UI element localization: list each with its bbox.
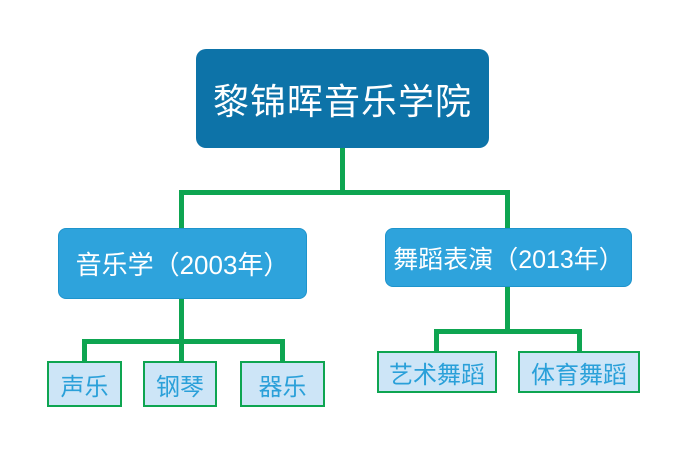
connector-level1-right-drop	[505, 190, 510, 228]
node-musicology: 音乐学（2003年）	[58, 228, 307, 299]
connector-drop-vocal-music	[82, 339, 87, 361]
connector-trunk-vertical	[340, 148, 345, 195]
connector-branch2-stem	[505, 287, 510, 334]
node-artistic-dance: 艺术舞蹈	[377, 351, 497, 393]
node-label: 舞蹈表演（2013年）	[393, 245, 624, 274]
connector-drop-piano	[179, 339, 184, 361]
node-label: 钢琴	[156, 373, 204, 401]
node-label: 声乐	[60, 373, 109, 401]
node-vocal-music: 声乐	[47, 361, 122, 407]
node-dance-performance: 舞蹈表演（2013年）	[385, 228, 632, 287]
connector-level1-horizontal	[179, 190, 510, 195]
connector-level1-left-drop	[179, 190, 184, 228]
connector-drop-sports-dance	[577, 329, 582, 351]
node-label: 音乐学（2003年）	[75, 250, 290, 280]
node-academy: 黎锦晖音乐学院	[196, 49, 489, 148]
node-piano: 钢琴	[143, 361, 217, 407]
node-instrumental-music: 器乐	[240, 361, 325, 407]
node-label: 黎锦晖音乐学院	[212, 80, 472, 122]
node-sports-dance: 体育舞蹈	[518, 351, 640, 393]
connector-drop-instrumental-music	[280, 339, 285, 361]
node-label: 体育舞蹈	[531, 361, 627, 389]
node-label: 器乐	[258, 373, 307, 401]
node-label: 艺术舞蹈	[389, 361, 485, 389]
connector-branch1-stem	[179, 299, 184, 344]
connector-branch2-horizontal	[434, 329, 582, 334]
connector-drop-artistic-dance	[434, 329, 439, 351]
